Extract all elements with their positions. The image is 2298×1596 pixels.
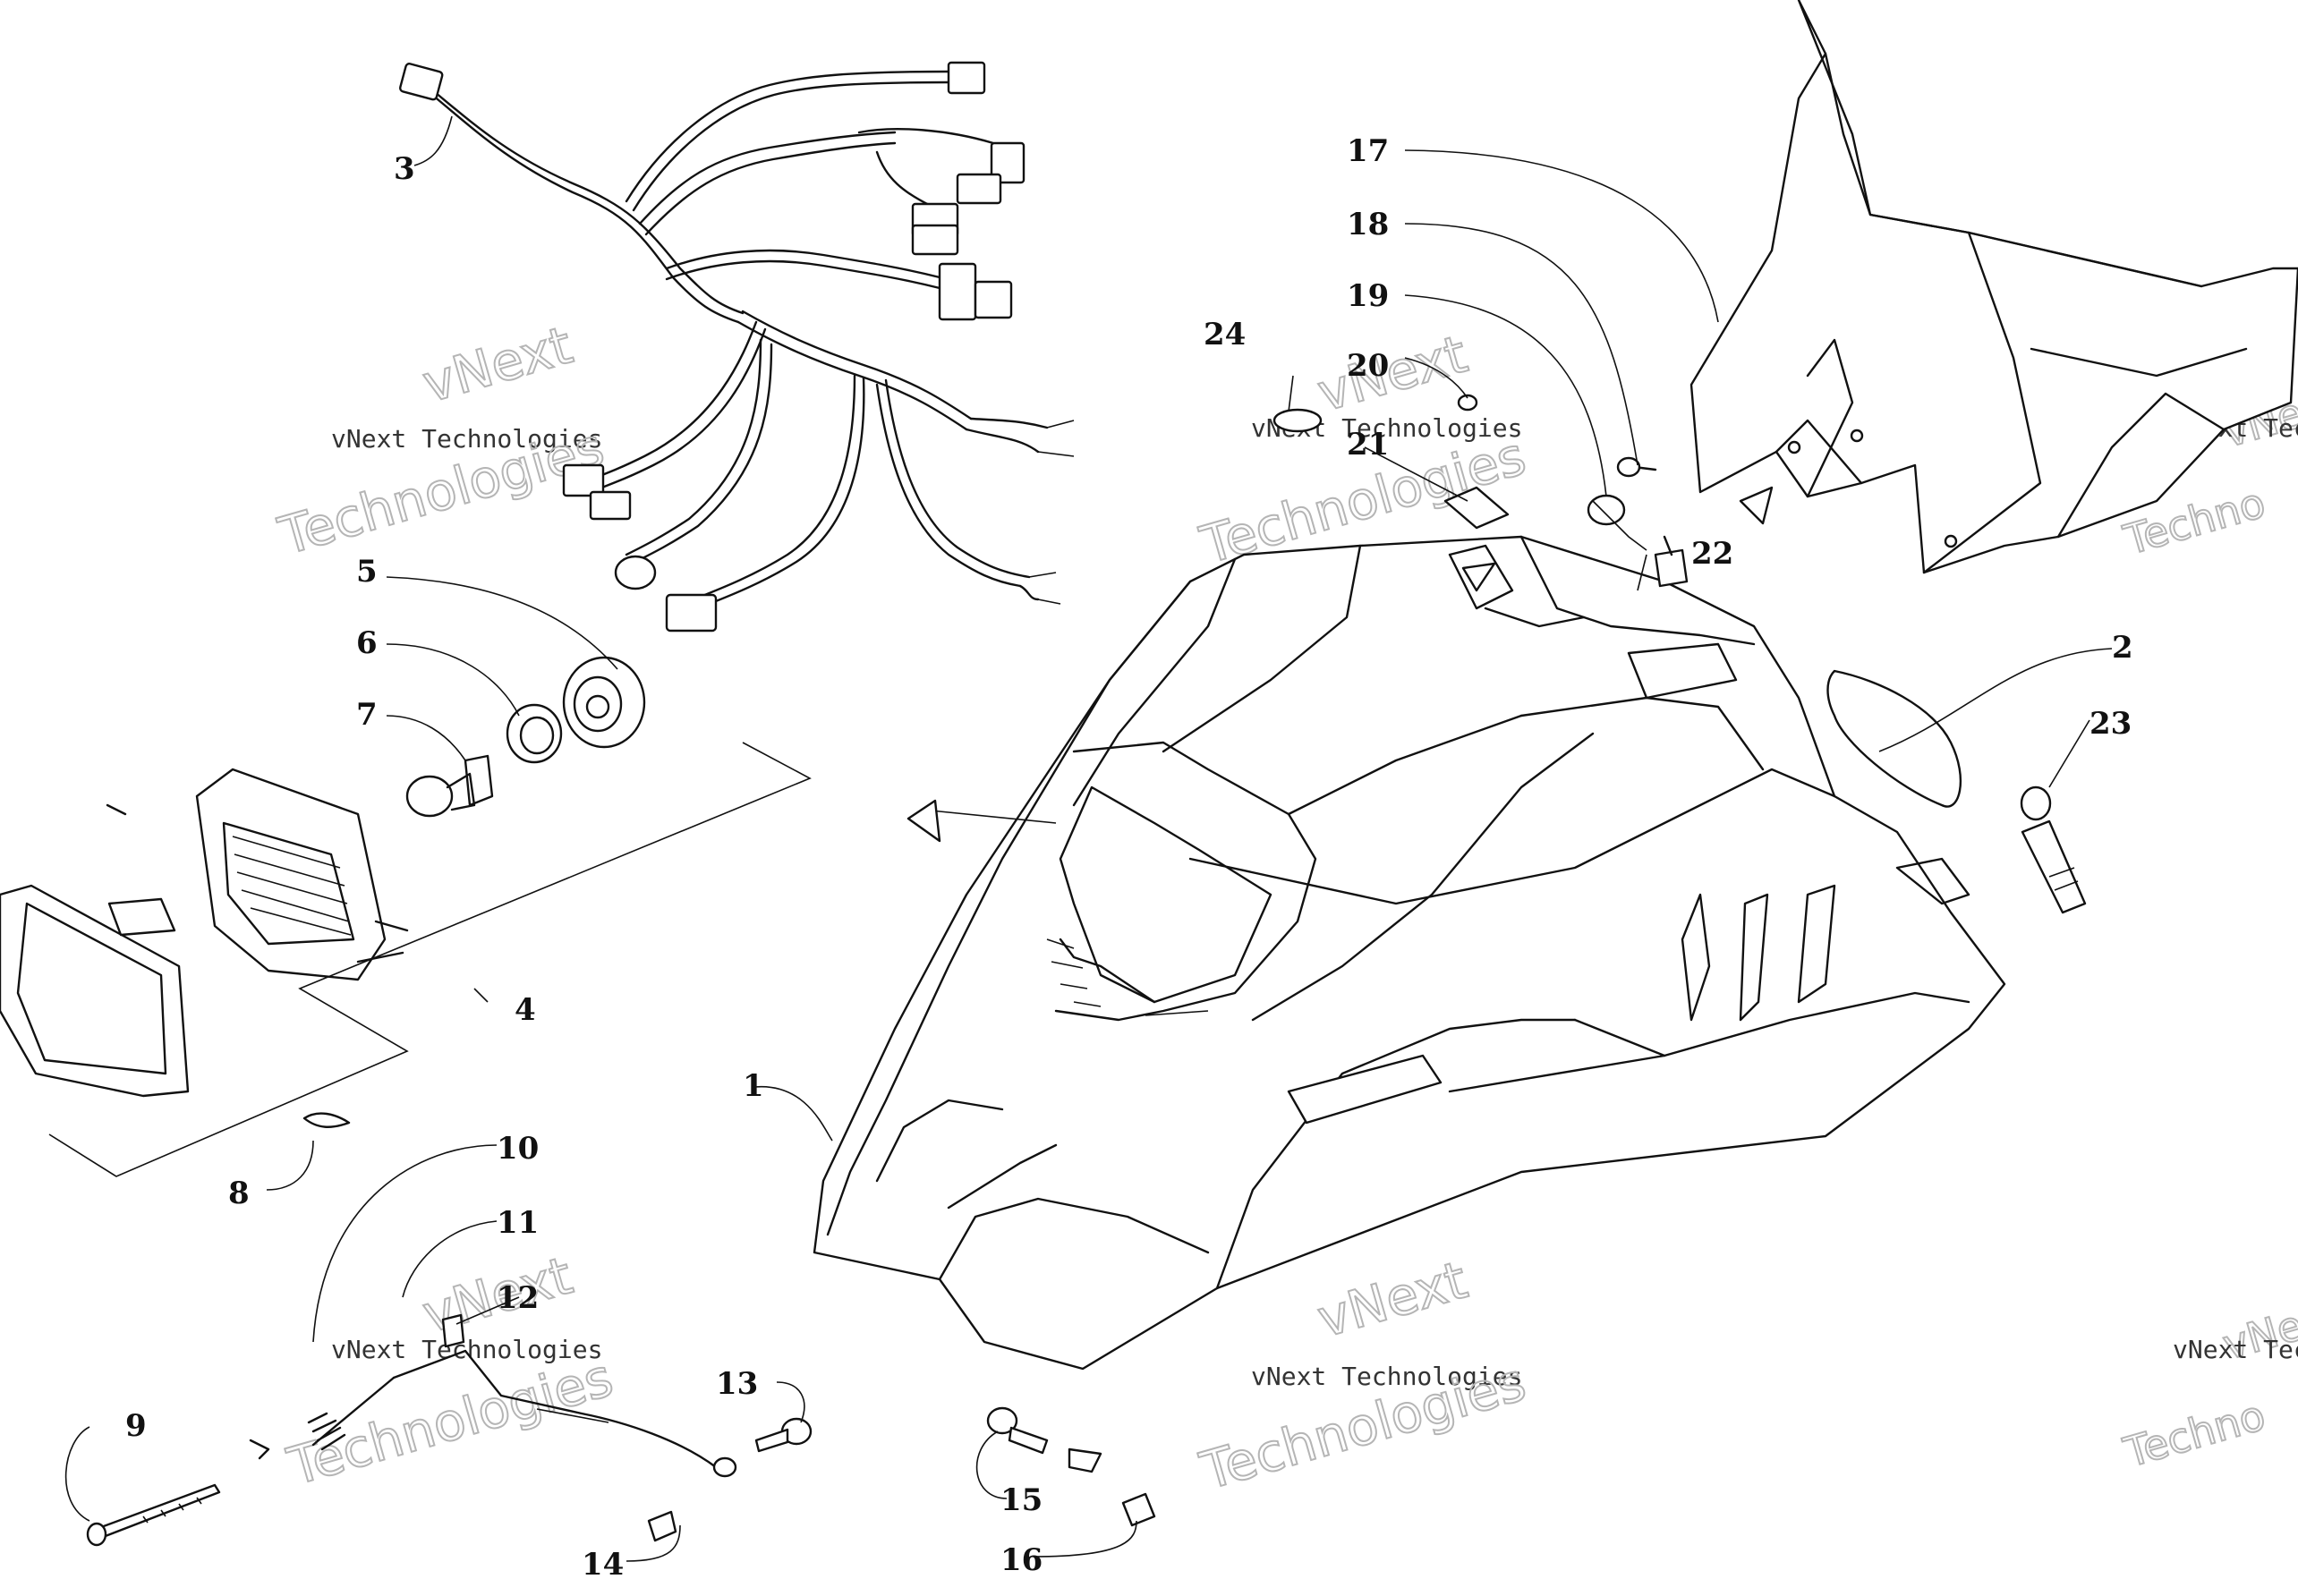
callout-1: 1 (743, 1068, 764, 1104)
callout-20: 20 (1347, 348, 1389, 384)
watermark-line2: vNext Technologies (2173, 1335, 2298, 1364)
callout-14: 14 (582, 1547, 624, 1583)
handle-icon (2020, 785, 2087, 914)
leader-lines (64, 115, 2113, 1562)
watermark-line1: vNext (416, 314, 579, 414)
callout-9: 9 (125, 1408, 147, 1444)
callout-6: 6 (356, 625, 378, 661)
callout-19: 19 (1347, 278, 1389, 314)
callout-16: 16 (1000, 1542, 1043, 1578)
bulb-icon (405, 754, 494, 818)
bolt-icon (754, 1406, 1102, 1473)
callouts: 1 2 3 4 5 6 7 8 9 10 11 12 13 14 15 16 1… (125, 133, 2133, 1583)
callout-18: 18 (1347, 207, 1389, 242)
spring-icon (249, 1376, 396, 1460)
callout-2: 2 (2112, 630, 2133, 666)
callout-12: 12 (497, 1280, 539, 1316)
decal-icon (1826, 669, 1962, 808)
watermark-line2: vNext Technologies (331, 424, 602, 454)
wiring-harness-icon (398, 61, 1075, 632)
watermark-line1: vNext (1311, 323, 1474, 423)
watermark-line2: vNext Technologies (1251, 1362, 1522, 1391)
callout-21: 21 (1347, 427, 1389, 463)
callout-3: 3 (394, 151, 415, 187)
bolt-icon (1616, 456, 1657, 478)
screw-icon (86, 1483, 221, 1547)
headlight-assembly-box (48, 742, 812, 1177)
callout-5: 5 (356, 554, 378, 590)
callout-24: 24 (1204, 317, 1246, 352)
callout-7: 7 (356, 697, 378, 733)
bulb-cap-icon (562, 656, 646, 749)
hood-icon (813, 535, 2006, 1371)
toggle-switch-icon (1654, 535, 1689, 588)
windshield-icon (1689, 0, 2298, 574)
watermark-line2: vNext Technologies (331, 1335, 602, 1364)
watermark-group-4: vNext vNext Technologies Technologies (1193, 1248, 1533, 1502)
callout-10: 10 (497, 1131, 539, 1167)
watermark-line3-cut: Techno (2118, 1390, 2270, 1476)
retainer-ring-icon (506, 703, 563, 764)
callout-4: 4 (515, 992, 536, 1028)
callout-13: 13 (716, 1366, 758, 1402)
callout-11: 11 (497, 1205, 539, 1241)
headlight-icon (0, 768, 409, 1098)
watermark-line1: vNext (1311, 1249, 1474, 1349)
nut-icon (647, 1492, 1156, 1542)
callout-23: 23 (2089, 706, 2132, 742)
watermark-group-1: vNext vNext Technologies Technologies (271, 313, 611, 567)
callout-8: 8 (228, 1176, 250, 1211)
plug-icon (1587, 494, 1626, 526)
callout-22: 22 (1691, 536, 1733, 572)
watermark-group-6: vNext vNext Technologies Techno (2117, 1289, 2298, 1478)
callout-17: 17 (1347, 133, 1389, 169)
callout-15: 15 (1000, 1482, 1043, 1518)
cotter-pin-icon (302, 1112, 351, 1128)
watermark-group-3: vNext vNext Technologies Technologies (280, 1244, 620, 1498)
